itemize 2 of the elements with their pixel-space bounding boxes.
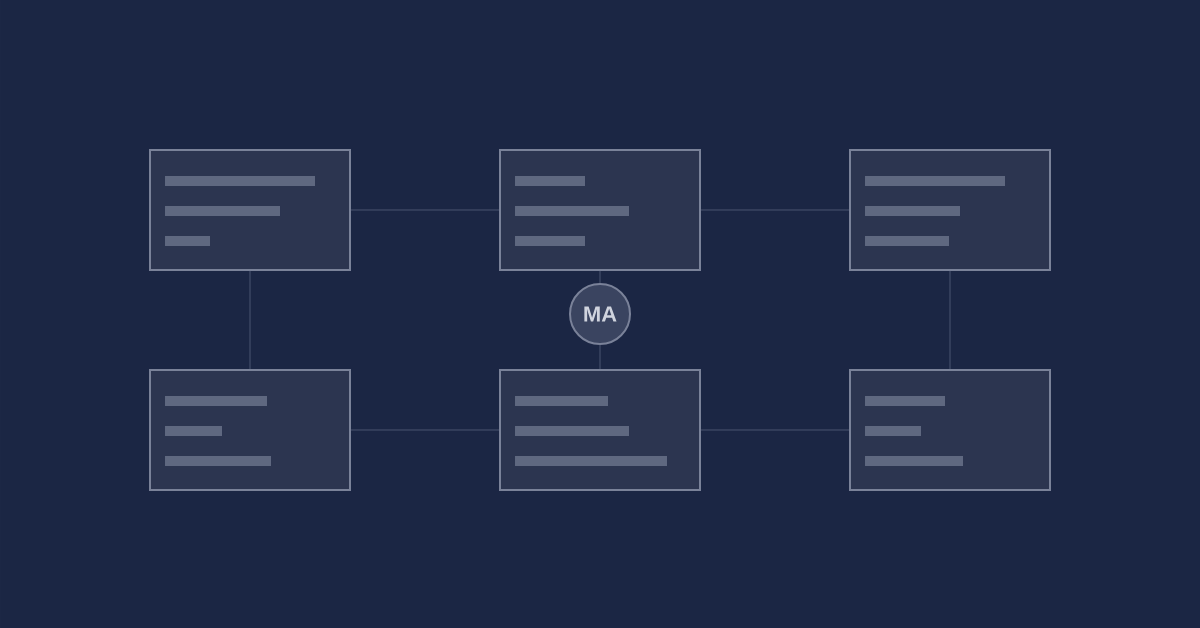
- card-box: [849, 369, 1051, 491]
- card-box: [499, 149, 701, 271]
